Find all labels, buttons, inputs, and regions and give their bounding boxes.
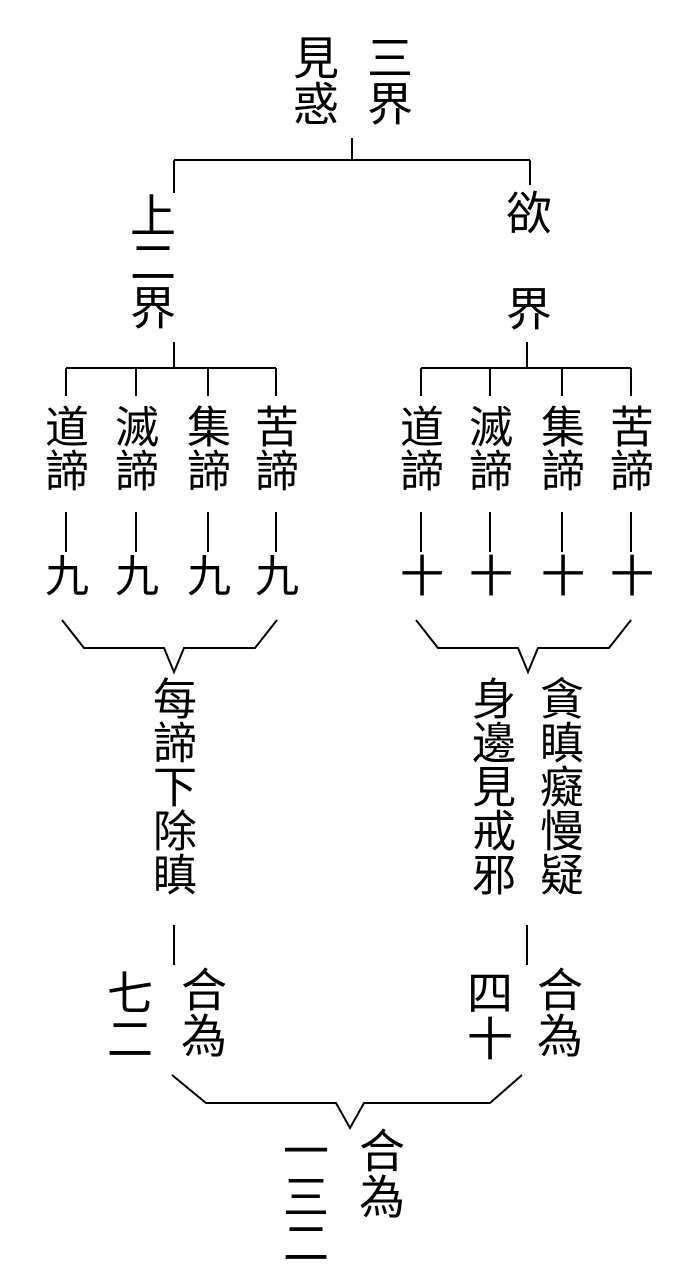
- desire-truth-ku: 苦諦: [602, 404, 653, 492]
- desire-sum-value: 四十: [460, 969, 514, 1061]
- desire-count-dao: 十: [392, 553, 443, 597]
- upper-sum-label: 合為: [174, 966, 228, 1058]
- desire-truth-ji: 集諦: [533, 404, 584, 492]
- desire-count-mie: 十: [461, 553, 512, 597]
- upper-count-dao: 九: [37, 553, 88, 597]
- total-label: 合為: [352, 1127, 406, 1219]
- desire-count-ku: 十: [602, 553, 653, 597]
- upper-realm-label: 上二界: [123, 192, 177, 330]
- upper-sum-value: 七二: [100, 969, 154, 1061]
- upper-truth-ji: 集諦: [179, 404, 230, 492]
- upper-count-ji: 九: [179, 553, 230, 597]
- desire-note-views: 身邊見戒邪: [464, 676, 515, 896]
- upper-count-mie: 九: [107, 553, 158, 597]
- desire-brace: [415, 619, 632, 675]
- desire-note-afflictions: 貪瞋癡慢疑: [532, 676, 583, 896]
- upper-truth-ku: 苦諦: [247, 404, 298, 492]
- total-brace: [171, 1074, 523, 1131]
- desire-sum-label: 合為: [530, 966, 584, 1058]
- desire-realm-label-jie: 界: [499, 285, 553, 331]
- upper-truth-mie: 滅諦: [107, 404, 158, 492]
- upper-note: 每諦下除瞋: [145, 676, 196, 896]
- root-label-jianhuo: 見惑: [286, 34, 340, 126]
- desire-truth-dao: 道諦: [392, 404, 443, 492]
- desire-truth-mie: 滅諦: [461, 404, 512, 492]
- upper-brace: [61, 619, 278, 675]
- root-label-sanjie: 三界: [360, 34, 414, 126]
- desire-count-ji: 十: [533, 553, 584, 597]
- desire-realm-label-yu: 欲: [499, 189, 553, 235]
- upper-count-ku: 九: [247, 553, 298, 597]
- upper-truth-dao: 道諦: [37, 404, 88, 492]
- total-value: 一三二: [276, 1127, 330, 1265]
